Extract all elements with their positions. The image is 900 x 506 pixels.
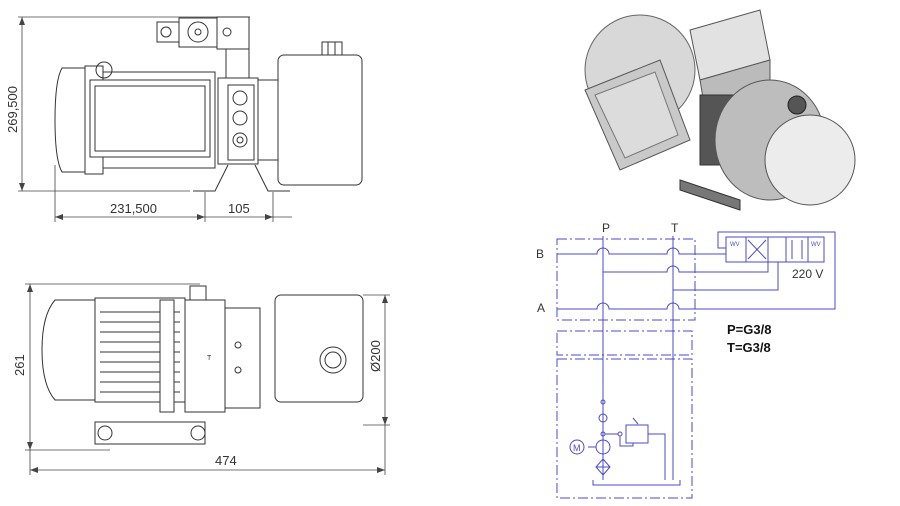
hydraulic-schematic: P T B A WV WV 220 V P=G3/8 T=G3/8 (536, 221, 836, 499)
motor-label: M (573, 443, 581, 453)
port-t-label: T (671, 221, 679, 235)
block-mark: T (207, 355, 212, 362)
port-p-label: P (602, 221, 610, 235)
directional-valve: WV WV (725, 236, 825, 263)
dim-length-side: 474 (215, 453, 237, 468)
svg-text:WV: WV (730, 242, 740, 248)
dim-length-b: 105 (228, 201, 250, 216)
dim-diameter: Ø200 (368, 340, 383, 372)
side-view: 261 T Ø200 474 (12, 283, 390, 475)
voltage-label: 220 V (792, 267, 823, 281)
port-a-label: A (537, 301, 545, 315)
spec-p: P=G3/8 (727, 322, 771, 337)
spec-t: T=G3/8 (727, 340, 771, 355)
svg-text:WV: WV (811, 242, 821, 248)
dim-height-top: 269,500 (5, 86, 20, 133)
isometric-render (584, 9, 856, 211)
port-b-label: B (536, 247, 544, 261)
dim-height-side: 261 (12, 354, 27, 376)
top-view: 269,500 231,500 (5, 16, 363, 222)
dim-length-a: 231,500 (110, 201, 157, 216)
